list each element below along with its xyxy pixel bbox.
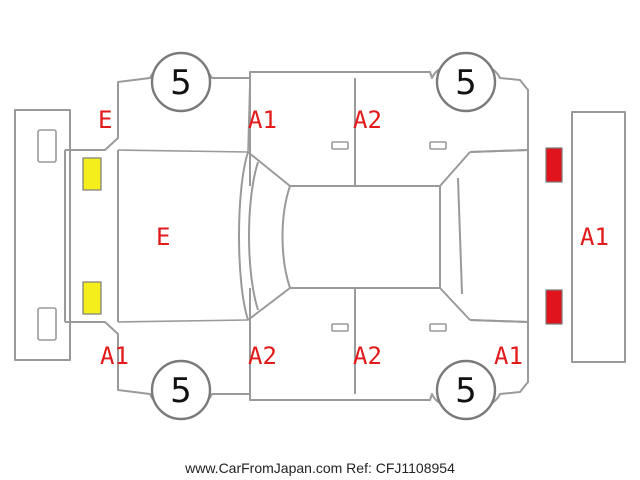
damage-code-rear-right-fender: A1 bbox=[494, 342, 523, 370]
wheel-rear-left: 5 bbox=[435, 51, 497, 113]
wheel-front-left: 5 bbox=[150, 51, 212, 113]
damage-code-tailgate: A1 bbox=[580, 223, 609, 251]
damage-code-front-left-door: A1 bbox=[248, 106, 277, 134]
wheel-score: 5 bbox=[170, 63, 192, 103]
damage-code-front-right-fender: A1 bbox=[100, 342, 129, 370]
rear-bumper bbox=[571, 111, 626, 363]
door-handle bbox=[429, 323, 447, 332]
damage-code-rear-left-door: A2 bbox=[353, 106, 382, 134]
watermark-text: www.CarFromJapan.com Ref: CFJ1108954 bbox=[184, 460, 455, 476]
wheel-score: 5 bbox=[170, 371, 192, 411]
wheel-score: 5 bbox=[455, 371, 477, 411]
front-lamp-left bbox=[82, 157, 102, 191]
door-handle bbox=[331, 323, 349, 332]
door-panels bbox=[117, 77, 447, 394]
wheel-score: 5 bbox=[455, 63, 477, 103]
damage-code-rear-right-door: A2 bbox=[353, 342, 382, 370]
wheel-rear-right: 5 bbox=[435, 359, 497, 421]
damage-code-front-right-door: A2 bbox=[248, 342, 277, 370]
damage-code-front-left-fender: E bbox=[98, 106, 112, 134]
damage-code-hood: E bbox=[156, 223, 170, 251]
door-handle bbox=[331, 141, 349, 150]
front-lamp-right bbox=[82, 281, 102, 315]
door-handle bbox=[429, 141, 447, 150]
wheel-front-right: 5 bbox=[150, 359, 212, 421]
roof-and-glass bbox=[238, 149, 529, 323]
car-body-outline bbox=[64, 61, 529, 412]
rear-lamp-right bbox=[545, 289, 563, 325]
front-bumper bbox=[14, 109, 71, 361]
rear-lamp-left bbox=[545, 147, 563, 183]
